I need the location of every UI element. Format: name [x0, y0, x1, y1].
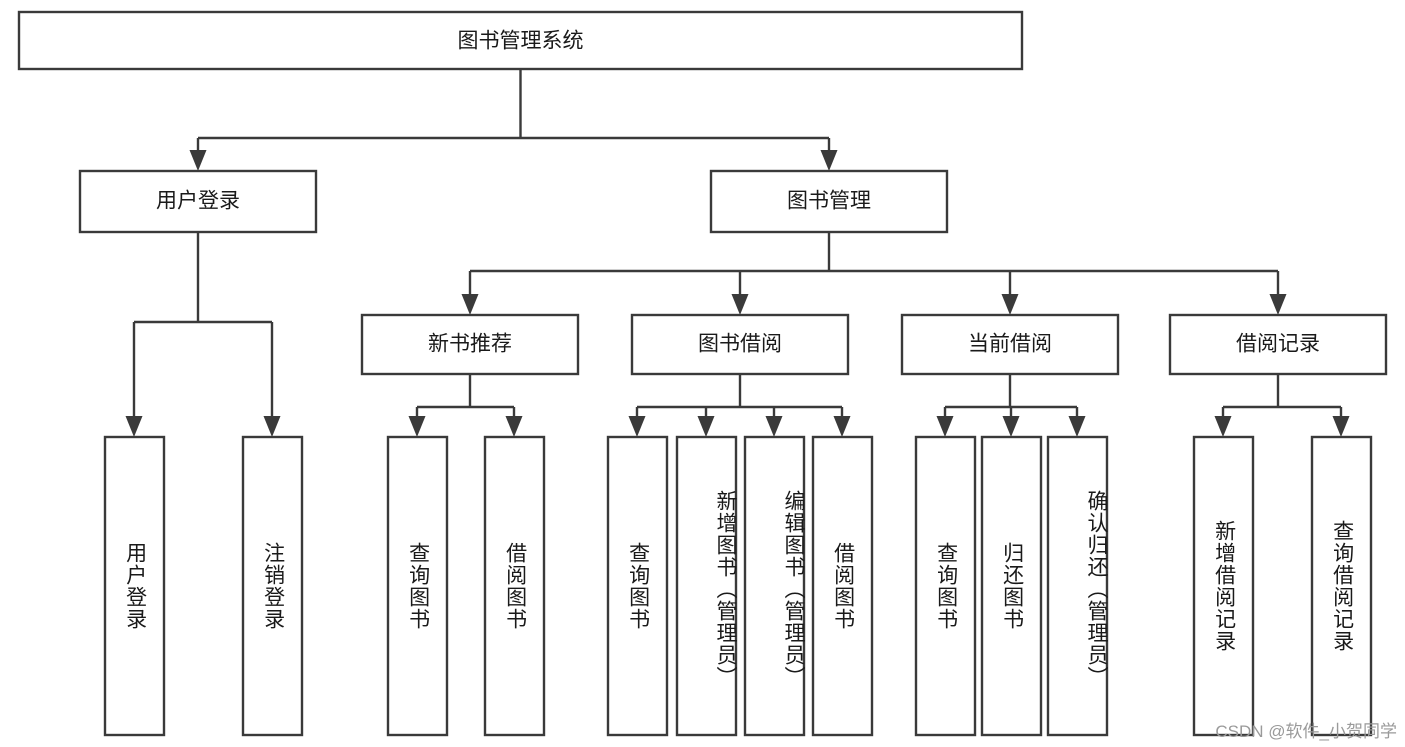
node-leaf-return-book-box[interactable]: [980, 435, 1043, 737]
node-book-borrow-box[interactable]: [630, 313, 850, 376]
node-leaf-logout-login-box[interactable]: [241, 435, 304, 737]
arrow-leaf-query-book-1: [408, 416, 426, 437]
connector-group: [125, 69, 1350, 437]
arrow-new-book-recommend: [461, 294, 479, 315]
arrow-book-management: [820, 150, 838, 171]
node-leaf-confirm-return-box[interactable]: [1046, 435, 1109, 737]
node-book-management-label: 图书管理: [787, 190, 871, 213]
node-leaf-query-book-1-box[interactable]: [386, 435, 449, 737]
arrow-book-borrow: [731, 294, 749, 315]
csdn-watermark: CSDN @软件_小贺同学: [1215, 722, 1397, 741]
node-new-book-recommend-box[interactable]: [360, 313, 580, 376]
node-leaf-user-login-box[interactable]: [103, 435, 166, 737]
node-root-system[interactable]: 图书管理系统: [17, 10, 1024, 71]
arrow-user-login: [189, 150, 207, 171]
arrow-leaf-confirm-return: [1068, 416, 1086, 437]
node-current-borrow-label: 当前借阅: [968, 333, 1052, 356]
arrow-leaf-borrow-book-2: [833, 416, 851, 437]
node-leaf-edit-book-box[interactable]: [743, 435, 806, 737]
node-leaf-query-record-box[interactable]: [1310, 435, 1373, 737]
node-current-borrow[interactable]: 当前借阅: [900, 313, 1120, 376]
node-leaf-borrow-book-1-box[interactable]: [483, 435, 546, 737]
node-current-borrow-box[interactable]: [900, 313, 1120, 376]
node-user-login-box[interactable]: [78, 169, 318, 234]
node-borrow-record-box[interactable]: [1168, 313, 1388, 376]
node-user-login[interactable]: 用户登录: [78, 169, 318, 234]
arrow-current-borrow: [1001, 294, 1019, 315]
arrow-leaf-logout-login: [263, 416, 281, 437]
node-borrow-record[interactable]: 借阅记录: [1168, 313, 1388, 376]
node-new-book-recommend[interactable]: 新书推荐: [360, 313, 580, 376]
node-leaf-borrow-book-2-box[interactable]: [811, 435, 874, 737]
node-book-borrow-label: 图书借阅: [698, 333, 782, 356]
arrow-leaf-borrow-book-1: [505, 416, 523, 437]
arrow-leaf-edit-book: [765, 416, 783, 437]
node-borrow-record-label: 借阅记录: [1236, 333, 1320, 356]
node-user-login-label: 用户登录: [156, 190, 240, 213]
node-root-box[interactable]: [17, 10, 1024, 71]
node-root-label: 图书管理系统: [458, 30, 584, 53]
arrow-leaf-query-record: [1332, 416, 1350, 437]
arrow-leaf-add-record: [1214, 416, 1232, 437]
node-leaf-query-book-2-box[interactable]: [606, 435, 669, 737]
arrow-leaf-return-book: [1002, 416, 1020, 437]
node-book-management[interactable]: 图书管理: [709, 169, 949, 234]
arrow-leaf-user-login: [125, 416, 143, 437]
leaf-box-group: [103, 435, 1373, 737]
node-new-book-recommend-label: 新书推荐: [428, 333, 512, 356]
arrow-leaf-query-book-3: [936, 416, 954, 437]
node-book-borrow[interactable]: 图书借阅: [630, 313, 850, 376]
arrow-leaf-query-book-2: [628, 416, 646, 437]
node-leaf-add-record-box[interactable]: [1192, 435, 1255, 737]
arrow-borrow-record: [1269, 294, 1287, 315]
node-book-management-box[interactable]: [709, 169, 949, 234]
node-leaf-query-book-3-box[interactable]: [914, 435, 977, 737]
arrow-leaf-add-book: [697, 416, 715, 437]
node-leaf-add-book-box[interactable]: [675, 435, 738, 737]
